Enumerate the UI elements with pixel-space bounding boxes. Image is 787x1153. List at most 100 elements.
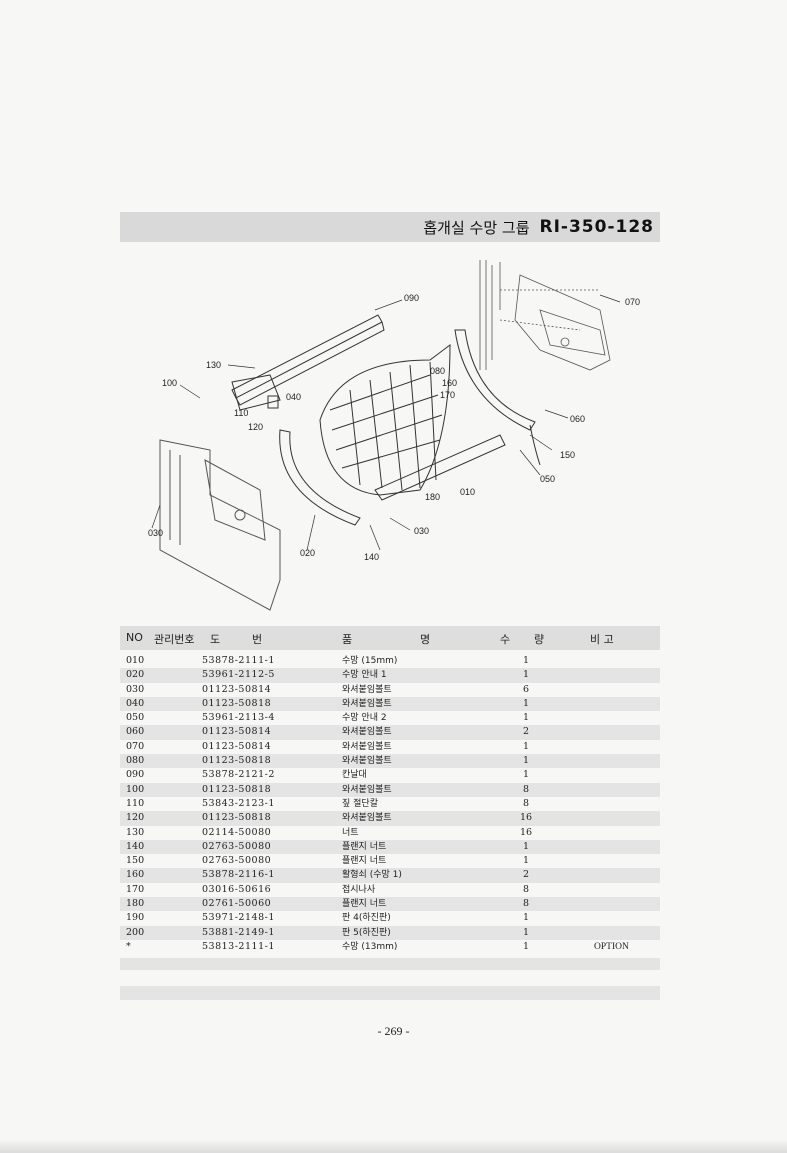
exploded-parts-diagram: 090 070 130 100 080 160 170 040 110 120 … — [148, 260, 640, 611]
row-quantity: 1 — [522, 669, 530, 681]
parts-table-header: NO 관리번호 도 번 품 명 수 량 비 고 — [120, 626, 660, 650]
table-spacer — [120, 958, 660, 970]
row-part-name: 수망 안내 2 — [342, 713, 387, 724]
bracket-drawing — [231, 374, 281, 411]
row-part-name: 수망 안내 1 — [342, 670, 387, 681]
table-row: 030 01123-50814 와셔붙임볼트 6 — [120, 683, 660, 697]
row-no: 020 — [126, 669, 145, 681]
header-qty-1: 수 — [500, 633, 511, 646]
row-quantity: 6 — [522, 683, 530, 695]
callout-040: 040 — [286, 392, 301, 402]
callout-120: 120 — [248, 422, 263, 432]
row-part-name: 플랜지 너트 — [342, 899, 387, 910]
row-quantity: 16 — [520, 826, 533, 838]
row-quantity: 1 — [522, 712, 530, 724]
screen-drum-drawing — [319, 343, 506, 501]
page-number: - 269 - — [377, 1024, 410, 1038]
row-part-name: 와셔붙임볼트 — [342, 813, 392, 824]
row-quantity: 2 — [522, 726, 530, 738]
row-part-name: 너트 — [342, 827, 359, 838]
header-qty-2: 량 — [534, 633, 545, 646]
row-drawing-number: 01123-50814 — [202, 683, 272, 695]
row-quantity: 8 — [522, 898, 530, 910]
row-part-name: 접시나사 — [342, 884, 376, 895]
row-quantity: 1 — [522, 740, 530, 752]
title-bar: 홉개실 수망 그룹 RI-350-128 — [120, 212, 660, 242]
row-drawing-number: 01123-50818 — [202, 812, 272, 824]
row-part-name: 와셔붙임볼트 — [342, 698, 392, 709]
header-mgmt: 관리번호 — [154, 633, 195, 646]
row-no: 080 — [126, 755, 145, 767]
upper-frame-drawing — [479, 260, 611, 371]
callout-130: 130 — [206, 360, 221, 370]
row-quantity: 1 — [522, 697, 530, 709]
callout-140: 140 — [364, 552, 379, 562]
callout-060: 060 — [570, 414, 585, 424]
row-quantity: 1 — [522, 840, 530, 852]
row-no: 140 — [126, 840, 145, 852]
row-quantity: 8 — [522, 797, 530, 809]
row-part-name: 와셔붙임볼트 — [342, 727, 392, 738]
callout-170: 170 — [440, 390, 455, 400]
row-drawing-number: 02114-50080 — [202, 826, 272, 838]
row-no: 100 — [126, 783, 145, 795]
row-no: 120 — [126, 812, 145, 824]
row-note: OPTION — [594, 941, 629, 952]
row-quantity: 1 — [522, 655, 530, 666]
callout-070: 070 — [625, 297, 640, 307]
cutter-bar-drawing — [231, 314, 385, 406]
row-no: 030 — [126, 683, 145, 695]
row-part-name: 와셔붙임볼트 — [342, 756, 392, 767]
header-name-1: 품 — [342, 633, 353, 646]
group-code: RI-350-128 — [539, 217, 654, 237]
callout-100: 100 — [162, 378, 177, 388]
row-no: 180 — [126, 898, 145, 910]
row-part-name: 플랜지 너트 — [342, 856, 387, 867]
row-drawing-number: 53961-2112-5 — [202, 669, 275, 681]
row-part-name: 와셔붙임볼트 — [342, 684, 392, 695]
row-no: 160 — [126, 869, 145, 881]
row-drawing-number: 53878-2121-2 — [202, 769, 275, 781]
row-drawing-number: 02763-50080 — [202, 855, 272, 867]
row-part-name: 짚 절단칼 — [342, 798, 378, 809]
row-part-name: 칸날대 — [342, 770, 367, 781]
row-no: 190 — [126, 912, 145, 924]
row-drawing-number: 53961-2113-4 — [202, 712, 275, 724]
callout-030-right: 030 — [414, 526, 429, 536]
row-quantity: 1 — [522, 926, 530, 938]
row-part-name: 수망 (13mm) — [342, 941, 398, 952]
callout-030-left: 030 — [148, 528, 163, 538]
row-part-name: 플랜지 너트 — [342, 841, 387, 852]
row-no: 040 — [126, 697, 145, 709]
row-no: 070 — [126, 740, 145, 752]
callout-180: 180 — [425, 492, 440, 502]
row-drawing-number: 01123-50818 — [202, 697, 272, 709]
row-quantity: 1 — [522, 912, 530, 924]
row-drawing-number: 53843-2123-1 — [202, 797, 275, 809]
row-quantity: 8 — [522, 783, 530, 795]
table-spacer — [120, 986, 660, 1000]
row-quantity: 1 — [522, 755, 530, 767]
row-no: 110 — [126, 797, 145, 809]
row-no: 050 — [126, 712, 145, 724]
row-drawing-number: 01123-50818 — [202, 783, 272, 795]
row-part-name: 와셔붙임볼트 — [342, 741, 392, 752]
callout-050: 050 — [540, 474, 555, 484]
row-no: 010 — [126, 655, 145, 666]
row-no: 170 — [126, 883, 145, 895]
row-drawing-number: 53878-2116-1 — [202, 869, 275, 881]
header-dwg-2: 번 — [252, 633, 263, 646]
header-name-2: 명 — [420, 633, 431, 646]
header-no: NO — [126, 631, 143, 644]
leader-lines — [151, 294, 621, 551]
left-frame-drawing — [159, 439, 281, 611]
